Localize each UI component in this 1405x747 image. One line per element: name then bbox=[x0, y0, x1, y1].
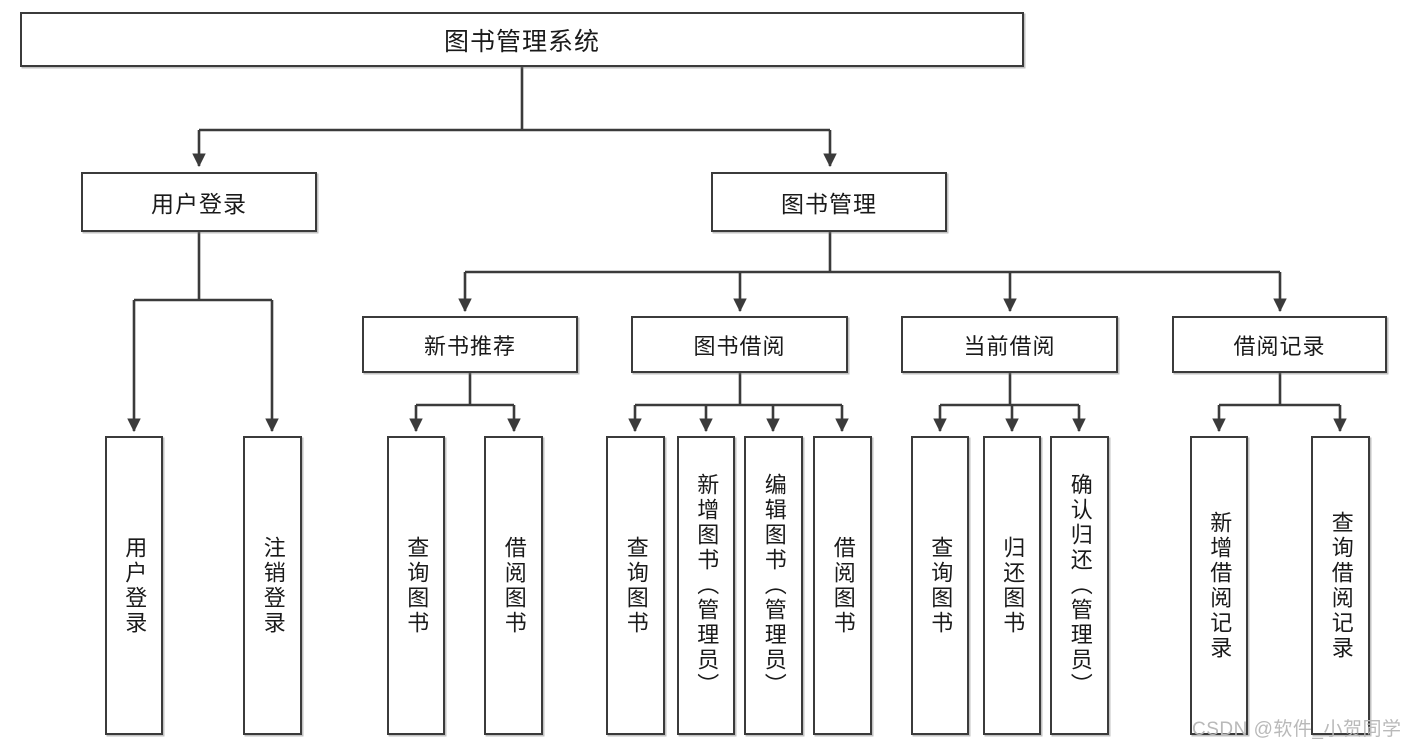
node-new-book-recommend[interactable]: 新书推荐 bbox=[362, 316, 578, 373]
leaf-node[interactable]: 查询图书 bbox=[387, 436, 445, 735]
leaf-node[interactable]: 注销登录 bbox=[243, 436, 302, 735]
leaf-node[interactable]: 查询图书 bbox=[606, 436, 665, 735]
leaf-node-label: 注销登录 bbox=[260, 535, 286, 636]
node-book-management-label: 图书管理 bbox=[781, 191, 877, 217]
leaf-node[interactable]: 新增借阅记录 bbox=[1190, 436, 1248, 735]
node-book-borrow[interactable]: 图书借阅 bbox=[631, 316, 848, 373]
leaf-node-label: 新增借阅记录 bbox=[1207, 510, 1233, 661]
csdn-watermark: CSDN @软件_小贺同学 bbox=[1192, 719, 1402, 740]
leaf-node-label: 编辑图书（管理员） bbox=[761, 473, 787, 698]
leaf-node-label: 借阅图书 bbox=[501, 535, 527, 636]
leaf-node-label: 确认归还（管理员） bbox=[1067, 473, 1093, 698]
node-root-label: 图书管理系统 bbox=[443, 27, 600, 56]
node-borrow-records[interactable]: 借阅记录 bbox=[1172, 316, 1387, 373]
node-root[interactable]: 图书管理系统 bbox=[20, 12, 1024, 67]
leaf-node-label: 查询图书 bbox=[404, 535, 430, 636]
leaf-node[interactable]: 编辑图书（管理员） bbox=[744, 436, 803, 735]
node-new-book-recommend-label: 新书推荐 bbox=[423, 333, 516, 359]
node-borrow-records-label: 借阅记录 bbox=[1233, 333, 1326, 359]
leaf-node-label: 用户登录 bbox=[122, 535, 148, 636]
leaf-node-label: 查询借阅记录 bbox=[1328, 510, 1354, 661]
leaf-node-label: 查询图书 bbox=[623, 535, 649, 636]
leaf-node-label: 查询图书 bbox=[928, 535, 954, 636]
node-book-borrow-label: 图书借阅 bbox=[693, 333, 786, 359]
leaf-node[interactable]: 借阅图书 bbox=[484, 436, 543, 735]
leaf-node[interactable]: 归还图书 bbox=[983, 436, 1041, 735]
leaf-node[interactable]: 新增图书（管理员） bbox=[677, 436, 735, 735]
leaf-node[interactable]: 用户登录 bbox=[105, 436, 163, 735]
leaf-node[interactable]: 借阅图书 bbox=[813, 436, 872, 735]
node-user-login-label: 用户登录 bbox=[151, 191, 247, 217]
node-user-login[interactable]: 用户登录 bbox=[81, 172, 317, 232]
leaf-node[interactable]: 确认归还（管理员） bbox=[1050, 436, 1109, 735]
leaf-node-label: 归还图书 bbox=[1000, 535, 1026, 636]
leaf-node-label: 新增图书（管理员） bbox=[694, 473, 720, 698]
leaf-node[interactable]: 查询借阅记录 bbox=[1311, 436, 1370, 735]
node-current-borrow-label: 当前借阅 bbox=[963, 333, 1056, 359]
node-current-borrow[interactable]: 当前借阅 bbox=[901, 316, 1118, 373]
leaf-node-label: 借阅图书 bbox=[830, 535, 856, 636]
leaf-node[interactable]: 查询图书 bbox=[911, 436, 969, 735]
node-book-management[interactable]: 图书管理 bbox=[711, 172, 947, 232]
